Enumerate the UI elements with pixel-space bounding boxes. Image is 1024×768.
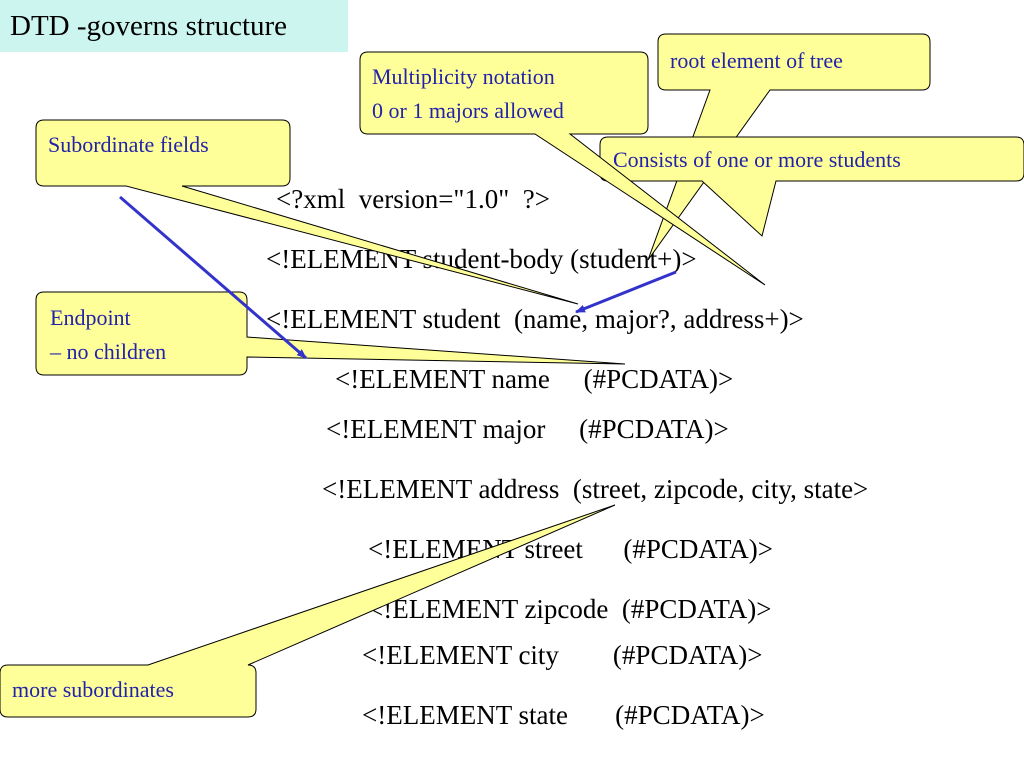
callout-consists-text: Consists of one or more students — [613, 147, 901, 172]
code-line-student: <!ELEMENT student (name, major?, address… — [266, 304, 804, 334]
more-callout-shape — [0, 504, 616, 718]
endpoint-callout-shape — [35, 291, 626, 376]
multiplicity-callout-shape — [359, 51, 766, 286]
callout-multiplicity-text: Multiplicity notation 0 or 1 majors allo… — [372, 64, 564, 123]
slide-title: DTD -governs structure — [10, 10, 288, 42]
code-line-city: <!ELEMENT city (#PCDATA)> — [362, 640, 763, 670]
code-line-address: <!ELEMENT address (street, zipcode, city… — [322, 474, 869, 504]
code-line-xml-declaration: <?xml version="1.0" ?> — [276, 184, 550, 214]
code-line-state: <!ELEMENT state (#PCDATA)> — [362, 700, 765, 730]
arrow-to-student — [575, 270, 677, 314]
slide-title-box: DTD -governs structure — [0, 0, 348, 52]
callout-root-text: root element of tree — [670, 48, 843, 73]
code-line-name: <!ELEMENT name (#PCDATA)> — [335, 364, 734, 394]
consists-callout-shape — [599, 136, 1024, 237]
callout-endpoint-text: Endpoint – no children — [50, 305, 167, 364]
callout-more-text: more subordinates — [12, 677, 174, 702]
callout-subordinate-text: Subordinate fields — [48, 132, 209, 157]
subordinate-callout-shape — [35, 119, 579, 305]
code-line-student-body: <!ELEMENT student-body (student+)> — [266, 244, 697, 274]
arrow-to-endpoint — [119, 195, 307, 360]
code-line-major: <!ELEMENT major (#PCDATA)> — [326, 414, 729, 444]
